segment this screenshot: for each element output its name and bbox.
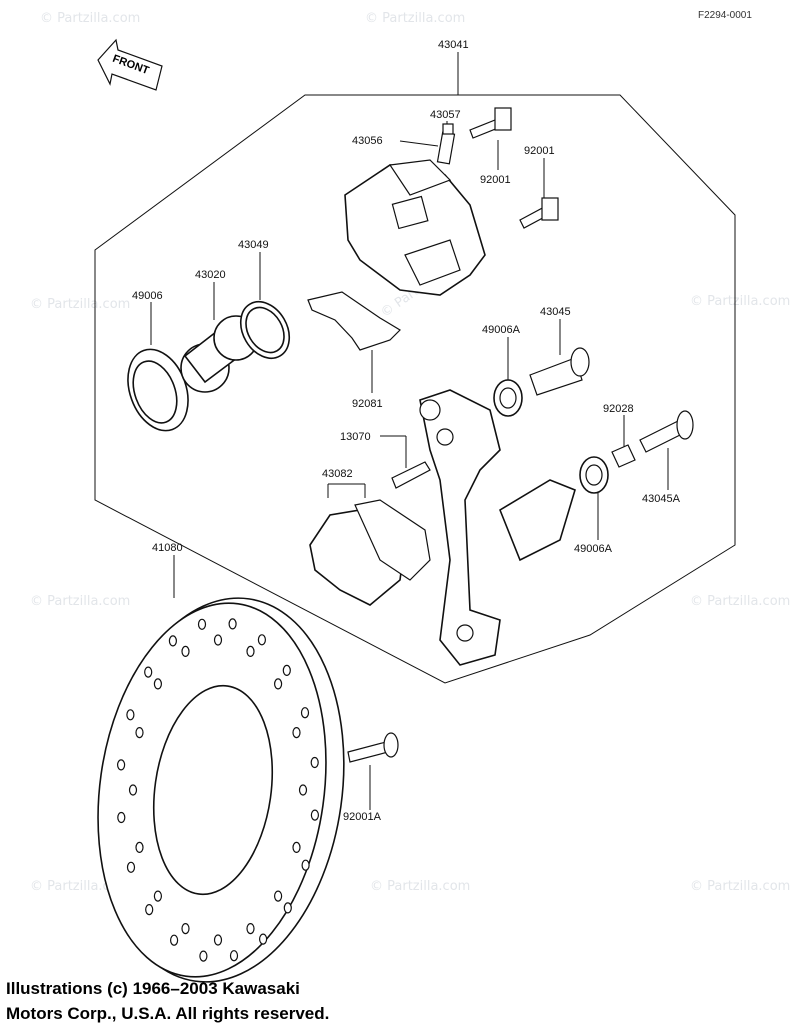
- seal-43049: [239, 300, 291, 360]
- disc-hole: [135, 726, 144, 739]
- label-43020: 43020: [195, 269, 226, 281]
- part-labels: 43041 43057 43056 92001 92001 49006 4302…: [132, 39, 681, 823]
- disc-hole: [298, 784, 308, 796]
- disc-hole: [181, 645, 190, 658]
- label-49006: 49006: [132, 290, 163, 302]
- disc-bolt: [347, 732, 399, 763]
- label-92001a: 92001A: [343, 811, 382, 823]
- disc-hole: [144, 666, 153, 678]
- bolt-top: [469, 107, 512, 139]
- bushing: [611, 444, 636, 468]
- label-49006a-top: 49006A: [482, 324, 521, 336]
- pin-43045a: [639, 410, 694, 453]
- leader-lines: [150, 52, 669, 810]
- boot-49006a-top: [493, 379, 523, 417]
- disc-hole: [283, 902, 292, 914]
- disc-hole: [310, 809, 319, 821]
- copyright-line: Illustrations (c) 1966–2003 Kawasaki: [6, 979, 300, 998]
- disc-hole: [170, 934, 179, 946]
- label-92001-top: 92001: [480, 174, 511, 186]
- watermark: © Partzilla.com: [690, 879, 790, 894]
- disc-hole: [282, 664, 291, 677]
- pin-clip: [391, 461, 431, 489]
- disc-hole: [259, 933, 268, 945]
- disc-hole: [292, 726, 301, 739]
- label-41080: 41080: [152, 542, 183, 554]
- disc-hole: [246, 922, 255, 935]
- watermark: © Partzilla.com: [690, 294, 790, 309]
- disc-hole: [199, 950, 208, 962]
- disc-hole: [300, 707, 310, 719]
- copyright-line: Motors Corp., U.S.A. All rights reserved…: [6, 1004, 330, 1023]
- disc-hole: [310, 756, 319, 769]
- figure-code: F2294-0001: [698, 10, 752, 21]
- bleed-valve: [436, 123, 456, 165]
- pad-spring: [307, 291, 401, 351]
- boot-49006a-bottom: [579, 456, 609, 494]
- disc-hole: [126, 709, 135, 721]
- label-43082: 43082: [322, 468, 353, 480]
- disc-hole: [257, 634, 266, 646]
- label-43057: 43057: [430, 109, 461, 121]
- label-43041: 43041: [438, 39, 469, 51]
- disc-hole: [153, 678, 162, 690]
- disc-hole: [128, 784, 138, 796]
- front-arrow-icon: FRONT: [97, 38, 163, 91]
- label-92028: 92028: [603, 403, 634, 415]
- assembly-outline: [94, 94, 736, 684]
- disc-hole: [116, 759, 126, 771]
- disc-hole: [117, 811, 126, 824]
- disc-hole: [213, 934, 223, 946]
- disc-hole: [168, 635, 177, 647]
- disc-holes: [116, 618, 319, 962]
- label-92081: 92081: [352, 398, 383, 410]
- disc-hole: [246, 645, 255, 658]
- caliper-bracket: [419, 389, 576, 666]
- disc-hole: [301, 859, 310, 871]
- caliper-body: [344, 159, 486, 296]
- watermark: © Partzilla.com: [30, 297, 130, 312]
- disc-hole: [274, 678, 283, 690]
- disc-hole: [274, 890, 283, 902]
- disc-hole: [153, 890, 162, 902]
- bolt-side: [519, 197, 559, 229]
- disc-hole: [197, 618, 207, 630]
- disc-hole: [135, 841, 144, 854]
- disc-hole: [228, 618, 237, 630]
- copyright-notice: Illustrations (c) 1966–2003 Kawasaki Mot…: [6, 976, 426, 1026]
- disc-hole: [229, 950, 239, 962]
- disc-hole: [145, 903, 154, 916]
- disc-hole: [181, 922, 190, 935]
- label-92001-side: 92001: [524, 145, 555, 157]
- seal-49006: [127, 348, 189, 432]
- disc-hole: [213, 634, 223, 646]
- label-43045: 43045: [540, 306, 571, 318]
- label-13070: 13070: [340, 431, 371, 443]
- disc-hole: [292, 841, 301, 854]
- label-43056: 43056: [352, 135, 383, 147]
- label-49006a-bottom: 49006A: [574, 543, 613, 555]
- pin-43045: [529, 347, 590, 396]
- watermark: © Partzilla.com: [370, 879, 470, 894]
- label-43045a: 43045A: [642, 493, 681, 505]
- disc-hole: [126, 861, 136, 873]
- watermark: © Partzilla.com: [690, 594, 790, 609]
- watermark: © Partzilla.com: [30, 594, 130, 609]
- watermark: © Partzilla.com: [365, 11, 465, 26]
- brake-disc: [97, 597, 345, 983]
- label-43049: 43049: [238, 239, 269, 251]
- brake-pads: [309, 499, 431, 606]
- watermark: © Partzilla.com: [40, 11, 140, 26]
